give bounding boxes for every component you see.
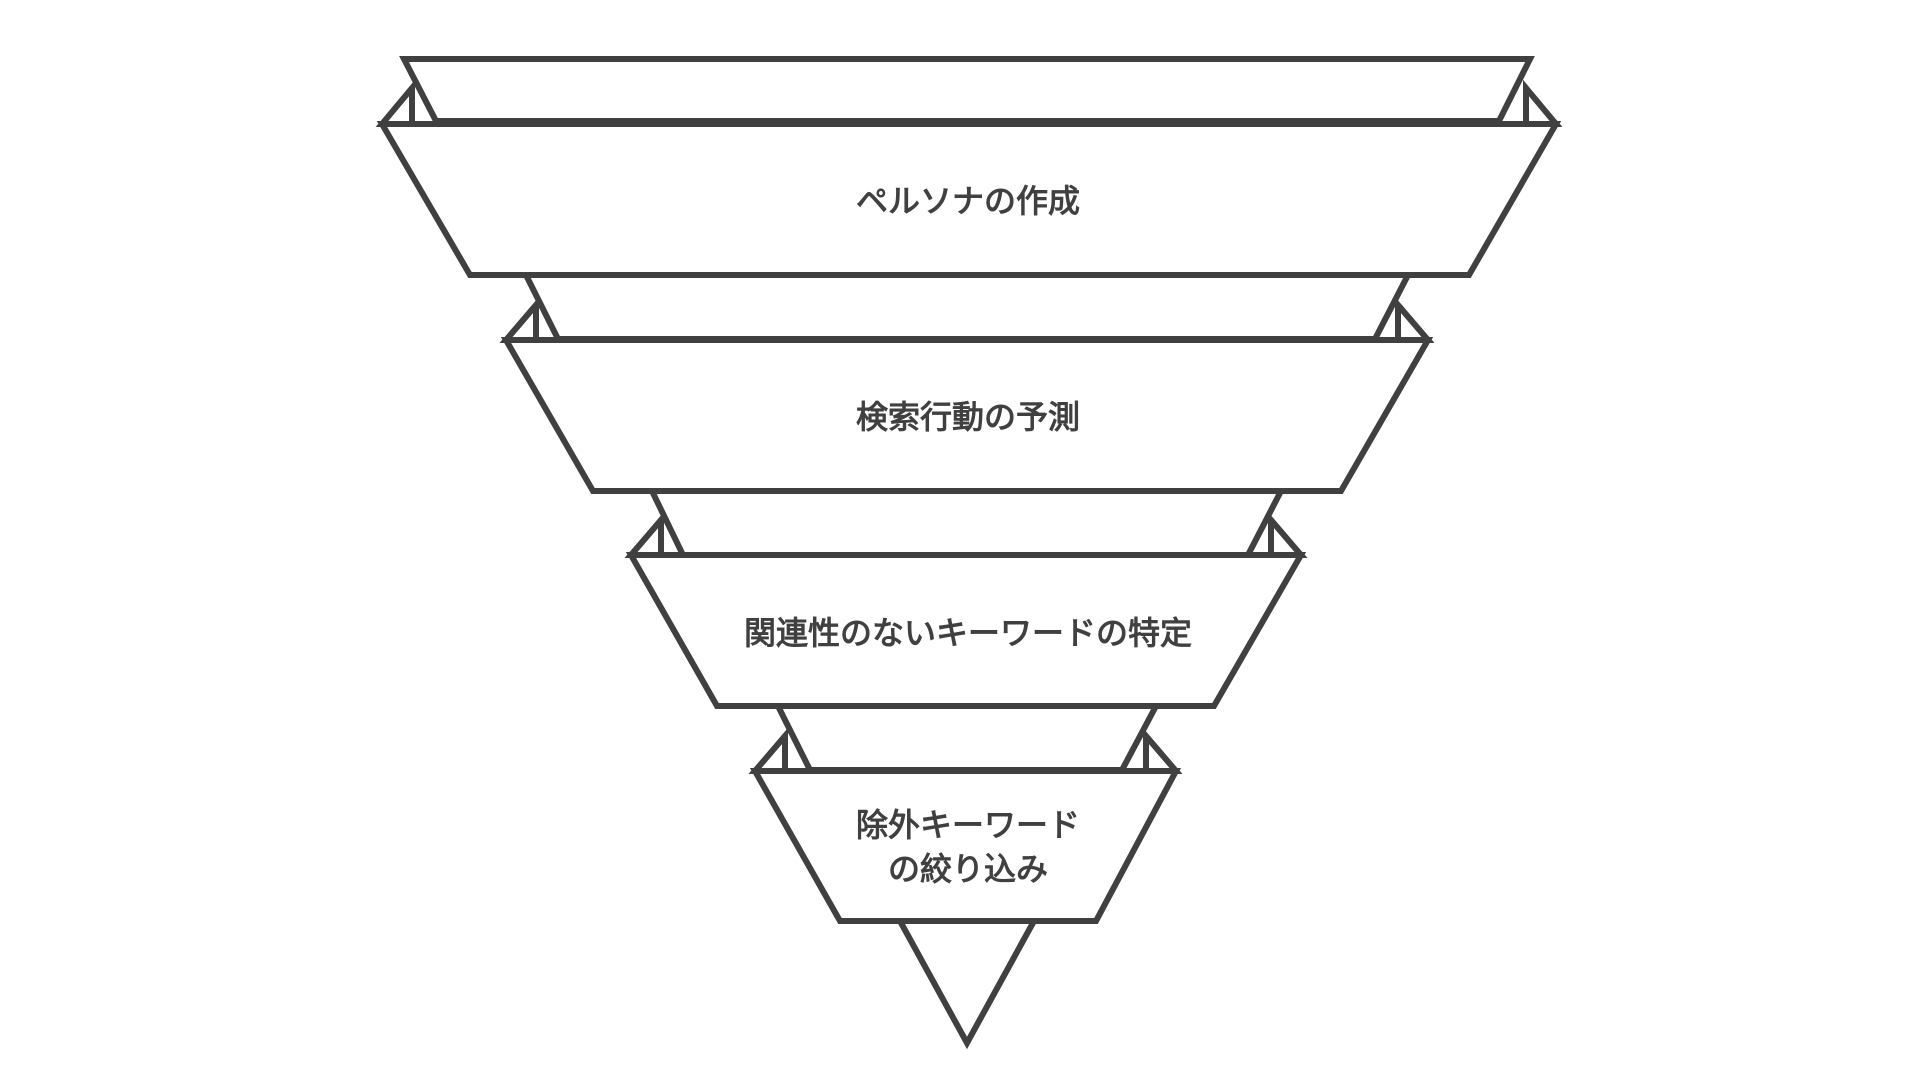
- funnel-side-left-2: [499, 296, 539, 343]
- funnel-tip: [894, 918, 1040, 1050]
- funnel-side-right-1: [1523, 79, 1563, 127]
- funnel-side-left-3: [624, 511, 664, 558]
- funnel-side-right-2: [1395, 296, 1435, 343]
- funnel-side-left-4: [748, 727, 788, 774]
- funnel-side-right-3: [1268, 511, 1308, 558]
- stage-4-label-line-1: 除外キーワード: [856, 806, 1080, 844]
- funnel-stage-2: [500, 337, 1434, 494]
- funnel-back-flap-4: [773, 703, 1161, 773]
- funnel-stage-1: [376, 121, 1562, 278]
- funnel-stage-4: [749, 768, 1181, 924]
- funnel-stage-3: [625, 552, 1307, 709]
- funnel-back-flap-2: [521, 272, 1413, 342]
- stage-3-label: 関連性のないキーワードの特定: [744, 614, 1192, 652]
- stage-4-label-line-2: の絞り込み: [888, 850, 1048, 888]
- funnel-side-left-1: [375, 79, 415, 127]
- stage-2-label: 検索行動の予測: [856, 398, 1080, 436]
- stage-1-label: ペルソナの作成: [856, 182, 1080, 220]
- funnel-back-flap-top: [399, 56, 1535, 124]
- funnel-side-right-4: [1143, 727, 1183, 774]
- funnel-back-flap-3: [647, 488, 1286, 558]
